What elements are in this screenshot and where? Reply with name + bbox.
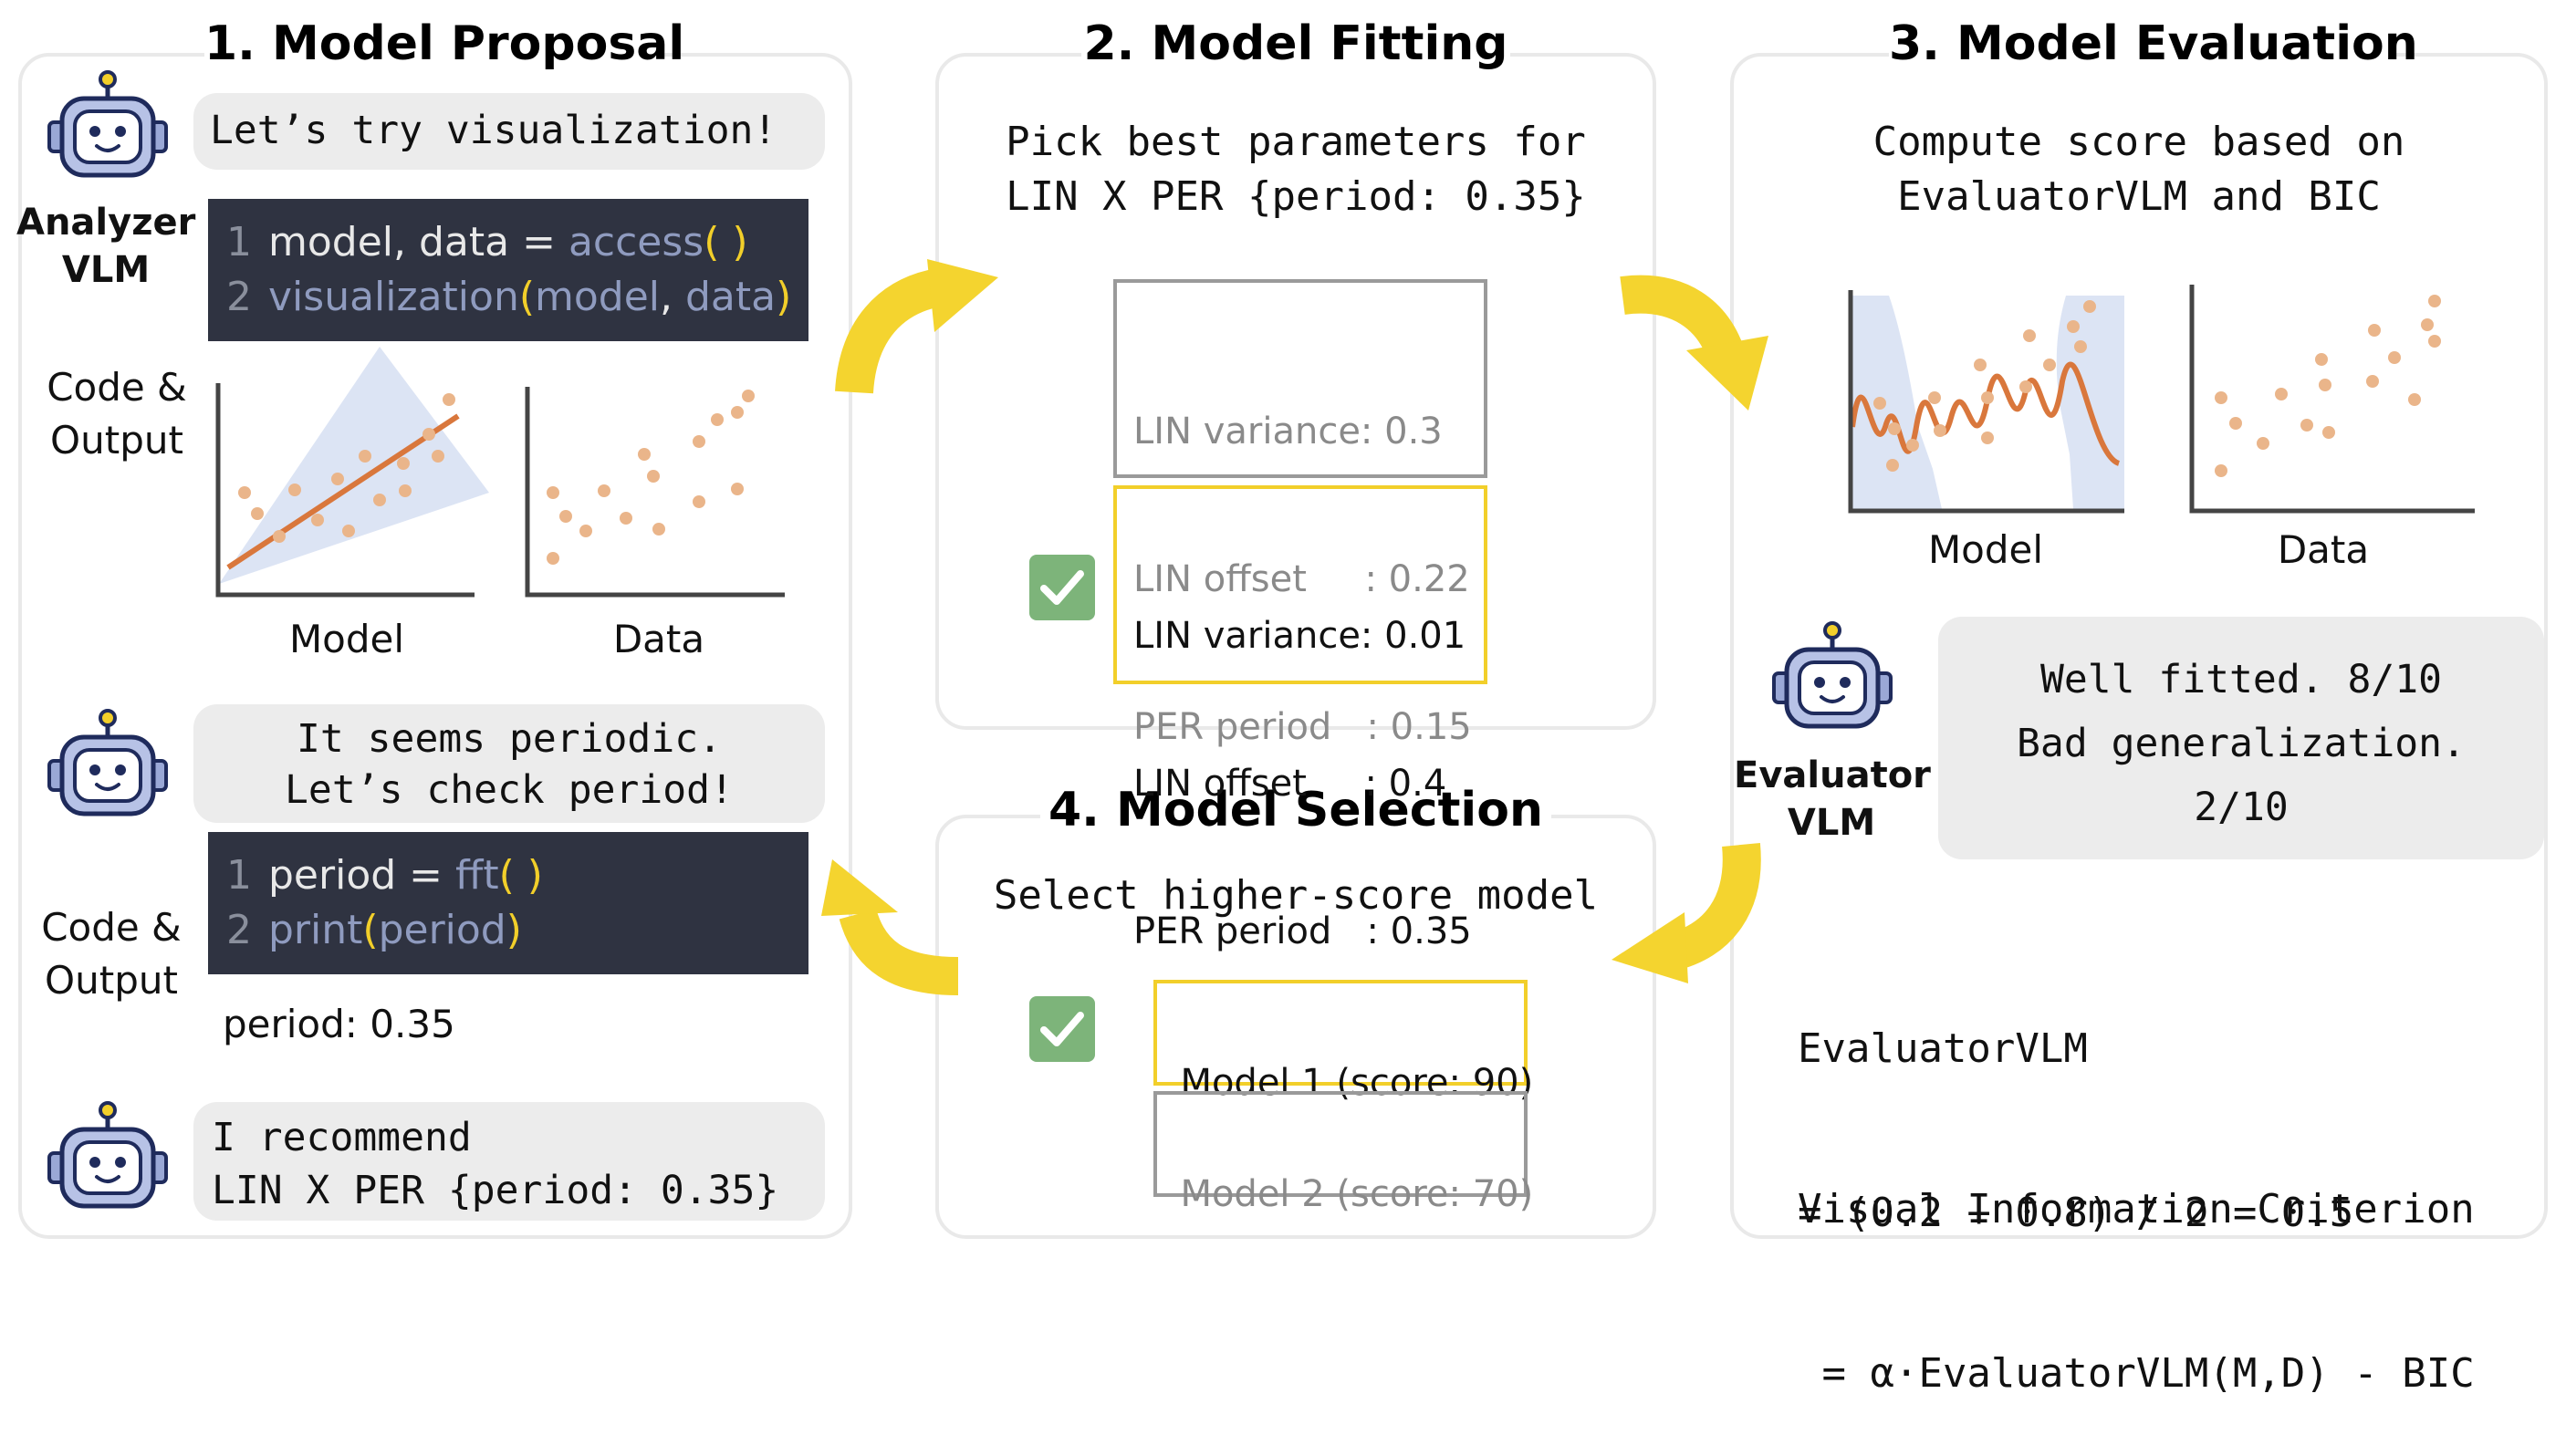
step1-data-plot [525,387,785,598]
curved-arrow-icon [821,859,959,995]
code-output-label-2: Code & Output [41,905,182,1003]
step1-data-label: Data [612,617,705,661]
robot-icon [47,1101,168,1209]
model2-option: Model 2 (score: 70) [1153,1091,1533,1215]
step1-model-label: Model [288,617,405,661]
fft-output-text: period: 0.35 [223,1002,455,1046]
evaluator-message: Well fitted. 8/10 Bad generalization. 2/… [1938,617,2544,859]
evaluator-vlm-label: Evaluator VLM [1734,754,1931,844]
robot-icon [47,709,168,816]
candidate-params-selected: LIN variance: 0.01 LIN offset : 0.4 PER … [1113,485,1487,952]
analyzer-message-1: Let’s try visualization! [193,93,825,170]
robot-icon [47,70,168,178]
checkmark-icon [1029,996,1095,1062]
step1-title: 1. Model Proposal [204,16,685,71]
step1-model-plot [215,347,489,598]
code-output-label: Code & Output [47,365,187,463]
step3-data-plot [2189,285,2475,514]
step3-data-label: Data [2277,527,2370,572]
step2-description: Pick best parameters for LIN X PER {peri… [1006,119,1586,220]
candidate-params-rejected: LIN variance: 0.3 LIN offset : 0.22 PER … [1113,279,1487,748]
step3-description: Compute score based on EvaluatorVLM and … [1872,119,2405,220]
vic-formula: Visual Information Criterion = α·Evaluat… [1798,1186,2475,1397]
step3-model-label: Model [1927,527,2044,572]
step4-title: 4. Model Selection [1040,783,1551,837]
analyzer-vlm-label: Analyzer VLM [16,202,196,291]
model1-option: Model 1 (score: 90) [1153,980,1533,1104]
curved-arrow-icon [1620,275,1768,411]
curved-arrow-icon [835,259,998,394]
evaluator-score-formula: EvaluatorVLM = (0.2 + 0.8) / 2 = 0.5 [1798,1025,2354,1236]
analyzer-recommendation: I recommend LIN X PER {period: 0.35} [193,1102,825,1221]
step4-description: Select higher-score model [993,872,1599,919]
analyzer-message-2: It seems periodic. Let’s check period! [193,704,825,823]
step3-model-plot [1848,290,2124,514]
curved-arrow-icon [1612,843,1761,983]
checkmark-icon [1029,555,1095,620]
robot-icon [1772,621,1893,729]
step2-title: 2. Model Fitting [1081,16,1510,71]
step3-title: 3. Model Evaluation [1889,16,2418,71]
